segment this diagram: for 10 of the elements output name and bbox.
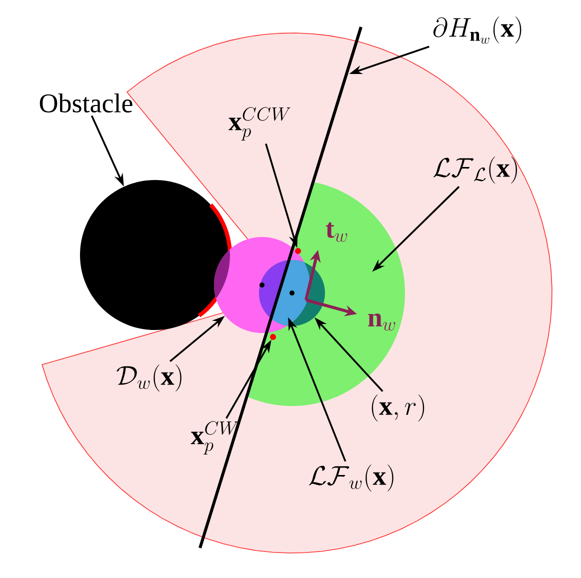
obstacle-circle	[80, 180, 232, 330]
math-label: $\partial H_{\mathbf{n}_w}(\mathbf{x})$	[433, 16, 522, 44]
math-label: $\mathcal{D}_w(\mathbf{x})$	[116, 364, 182, 392]
text-label: Obstacle	[40, 94, 132, 112]
math-label: $\mathcal{LF}_w(\mathbf{x})$	[309, 464, 394, 492]
math-label: $(\mathbf{x},r)$	[372, 394, 424, 422]
vector-label: $\mathbf{t}_w$	[326, 222, 348, 242]
lens-region	[271, 260, 310, 326]
math-label: $\mathcal{LF}_{\mathcal{L}}(\mathbf{x})$	[433, 156, 517, 184]
vector-label: $\mathbf{n}_w$	[368, 314, 396, 331]
